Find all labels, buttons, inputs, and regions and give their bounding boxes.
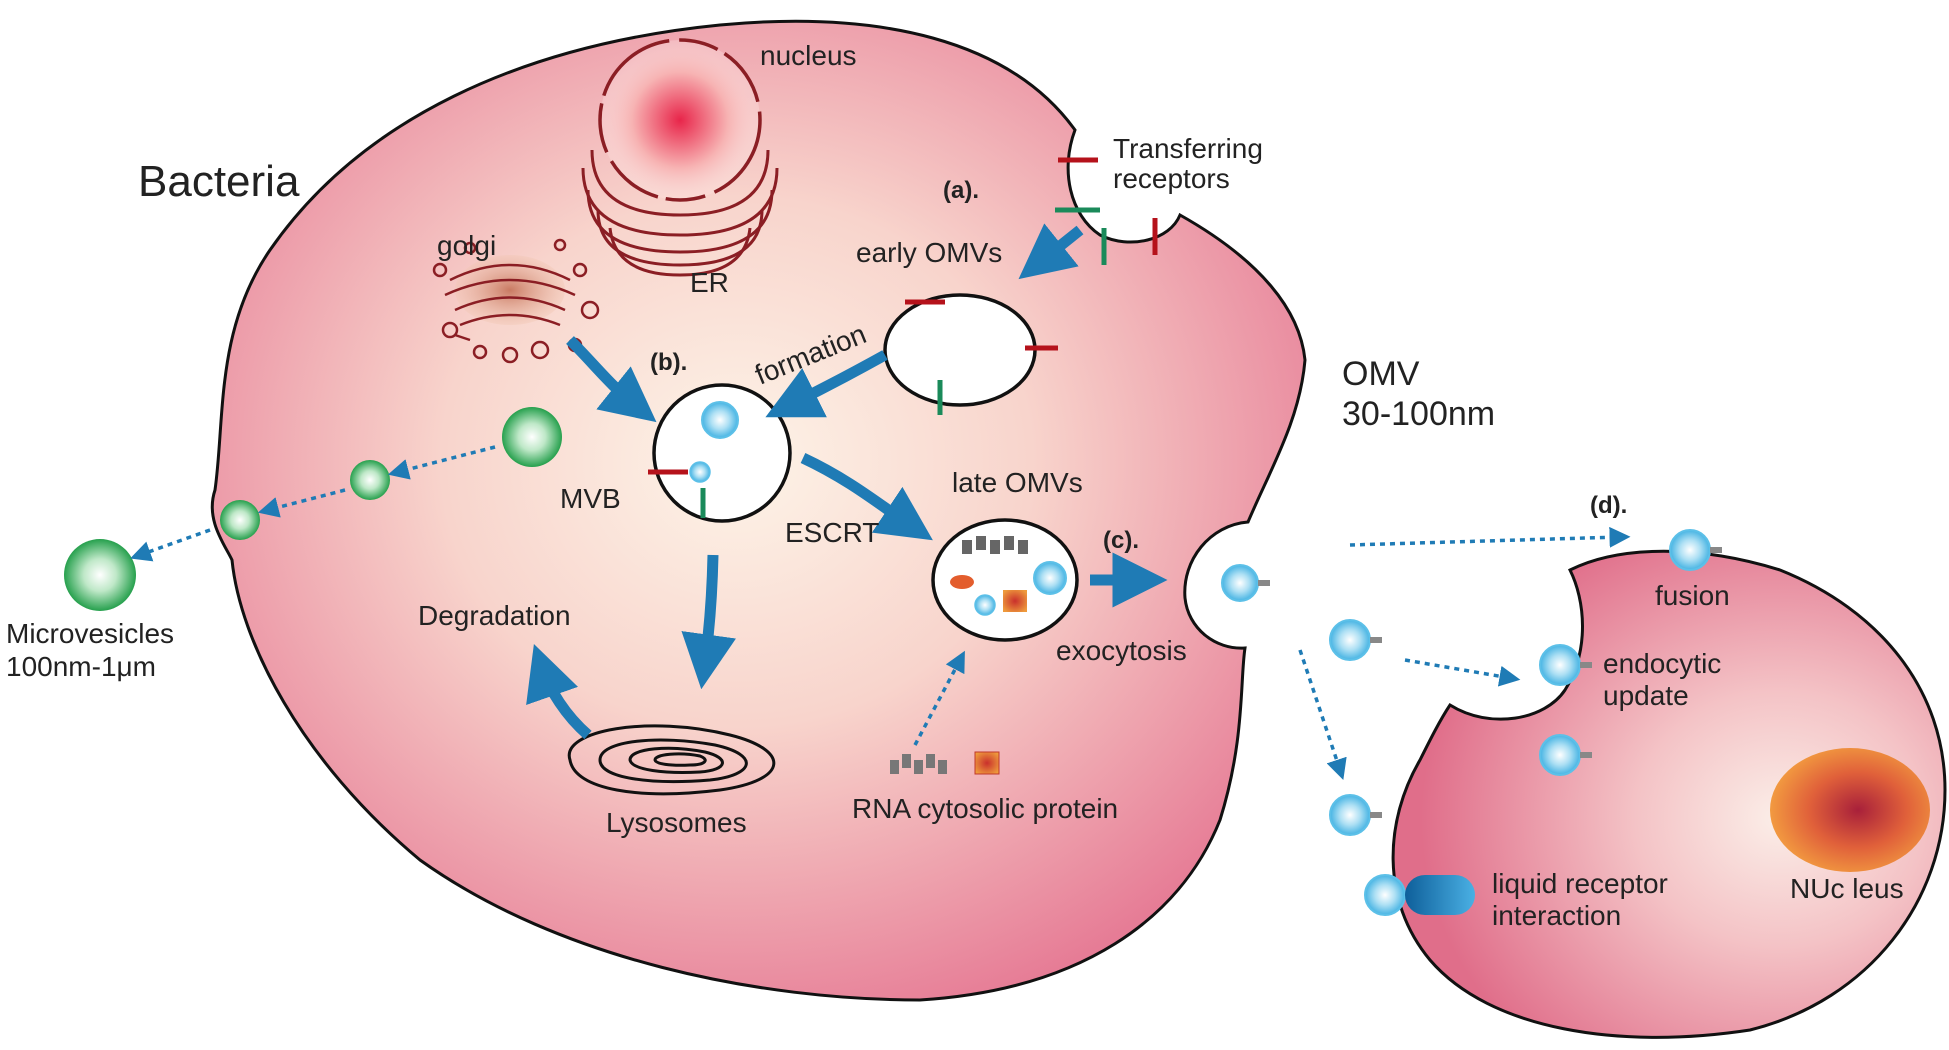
nucleus-organelle xyxy=(598,38,762,202)
label-exocytosis: exocytosis xyxy=(1056,635,1187,666)
transferring-receptors xyxy=(1055,157,1158,265)
label-early-omvs: early OMVs xyxy=(856,237,1002,268)
lysosome xyxy=(567,724,776,796)
label-transferring-1: Transferring xyxy=(1113,133,1263,164)
rna-cytosolic-items xyxy=(890,751,1000,775)
arrow-mv-3 xyxy=(130,528,211,562)
label-late-omvs: late OMVs xyxy=(952,467,1083,498)
arrow-lysosome-to-degradation xyxy=(526,644,592,740)
label-nucleus-target: NUc leus xyxy=(1790,873,1904,904)
microvesicles xyxy=(64,407,562,611)
arrow-rna-to-late xyxy=(913,650,965,746)
early-omv xyxy=(883,293,1058,415)
liquid-receptor xyxy=(1405,875,1475,915)
label-nucleus: nucleus xyxy=(760,40,857,71)
label-transferring-2: receptors xyxy=(1113,163,1230,194)
label-microvesicles-1: Microvesicles xyxy=(6,618,174,649)
step-d: (d). xyxy=(1590,492,1627,519)
label-fusion: fusion xyxy=(1655,580,1730,611)
arrow-to-endocytic xyxy=(1404,658,1521,687)
label-omv-2: 30-100nm xyxy=(1342,395,1495,433)
omv-vesicles xyxy=(1221,529,1722,916)
label-degradation: Degradation xyxy=(418,600,571,631)
label-rna-cytosolic: RNA cytosolic protein xyxy=(852,793,1118,824)
label-endocytic-1: endocytic xyxy=(1603,648,1721,679)
label-microvesicles-2: 100nm-1μm xyxy=(6,651,156,682)
arrow-mvb-to-lysosome xyxy=(681,554,736,690)
label-liquid-1: liquid receptor xyxy=(1492,868,1668,899)
label-endocytic-2: update xyxy=(1603,680,1689,711)
diagram-title: Bacteria xyxy=(138,157,300,206)
step-b: (b). xyxy=(650,349,687,376)
step-a: (a). xyxy=(943,177,979,204)
label-mvb: MVB xyxy=(560,483,621,514)
label-omv-1: OMV xyxy=(1342,355,1420,393)
label-er: ER xyxy=(690,267,729,298)
mvb xyxy=(648,383,792,523)
arrow-early-to-mvb xyxy=(765,350,888,418)
arrow-mv-1 xyxy=(387,445,496,480)
arrow-receptors-to-early xyxy=(1018,223,1084,280)
target-nucleus xyxy=(1770,748,1930,872)
target-cell xyxy=(1391,549,1947,1039)
dotted-arrows xyxy=(130,445,1631,780)
golgi-organelle xyxy=(432,238,600,364)
solid-arrows xyxy=(526,223,1168,740)
arrow-to-receptor xyxy=(1298,649,1347,780)
arrow-mv-2 xyxy=(257,488,346,518)
label-escrt: ESCRT xyxy=(785,517,879,548)
label-golgi: golgi xyxy=(437,230,496,261)
arrow-mvb-to-late xyxy=(800,453,933,541)
label-lysosomes: Lysosomes xyxy=(606,807,747,838)
arrow-to-fusion xyxy=(1349,526,1631,548)
label-liquid-2: interaction xyxy=(1492,900,1621,931)
arrow-golgi-to-mvb xyxy=(566,336,657,423)
late-omv xyxy=(931,518,1079,642)
step-c: (c). xyxy=(1103,527,1139,554)
er-organelle xyxy=(581,149,779,277)
